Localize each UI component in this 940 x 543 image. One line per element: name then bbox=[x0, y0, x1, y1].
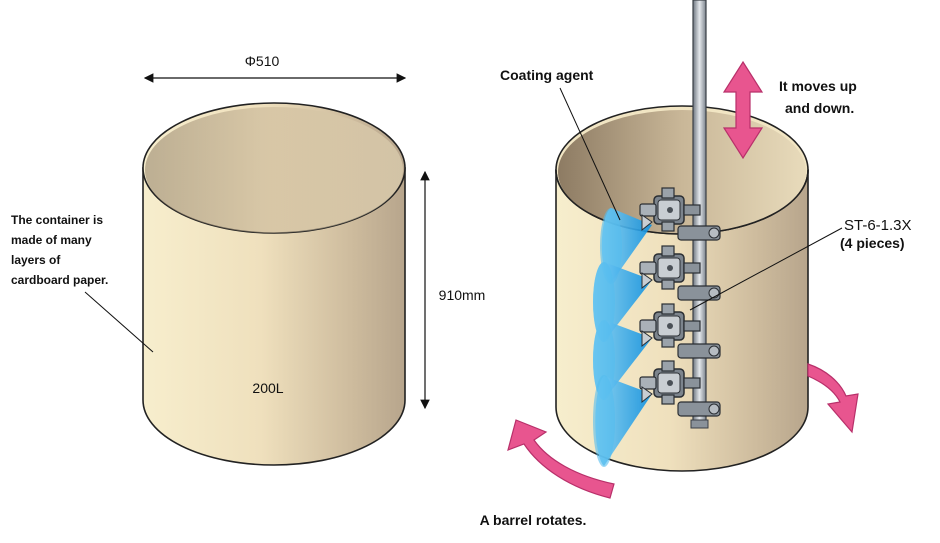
rotation-label: A barrel rotates. bbox=[480, 512, 587, 528]
rotation-arrow-left bbox=[507, 419, 615, 499]
material-note-leader bbox=[84, 291, 154, 353]
nozzle-assembly-2 bbox=[639, 245, 721, 301]
nozzle-assembly-1 bbox=[639, 187, 721, 241]
material-note: The container is made of many layers of … bbox=[11, 213, 108, 287]
nozzle-leader bbox=[689, 227, 843, 311]
material-note-line-2: made of many bbox=[11, 233, 92, 247]
nozzle-count-label: (4 pieces) bbox=[840, 235, 905, 251]
material-note-line-1: The container is bbox=[11, 213, 103, 227]
motion-label-line-2: and down. bbox=[785, 100, 854, 116]
nozzle-assembly-4 bbox=[639, 360, 721, 417]
material-note-line-4: cardboard paper. bbox=[11, 273, 108, 287]
coating-agent-leader bbox=[559, 87, 621, 221]
motion-label-line-1: It moves up bbox=[779, 78, 857, 94]
rotation-arrow-right bbox=[807, 363, 859, 434]
left-barrel bbox=[142, 102, 406, 466]
volume-label: 200L bbox=[252, 380, 283, 396]
left-barrel-opening bbox=[145, 107, 403, 233]
spray-cones bbox=[593, 208, 652, 467]
up-down-arrow bbox=[722, 60, 764, 160]
coating-agent-label: Coating agent bbox=[500, 67, 594, 83]
left-barrel-side bbox=[142, 167, 406, 466]
height-label: 910mm bbox=[439, 287, 486, 303]
diameter-label: Φ510 bbox=[245, 53, 280, 69]
nozzle-assembly-3 bbox=[639, 303, 721, 359]
material-note-line-3: layers of bbox=[11, 253, 61, 267]
nozzle-model-label: ST-6-1.3X bbox=[844, 217, 912, 234]
